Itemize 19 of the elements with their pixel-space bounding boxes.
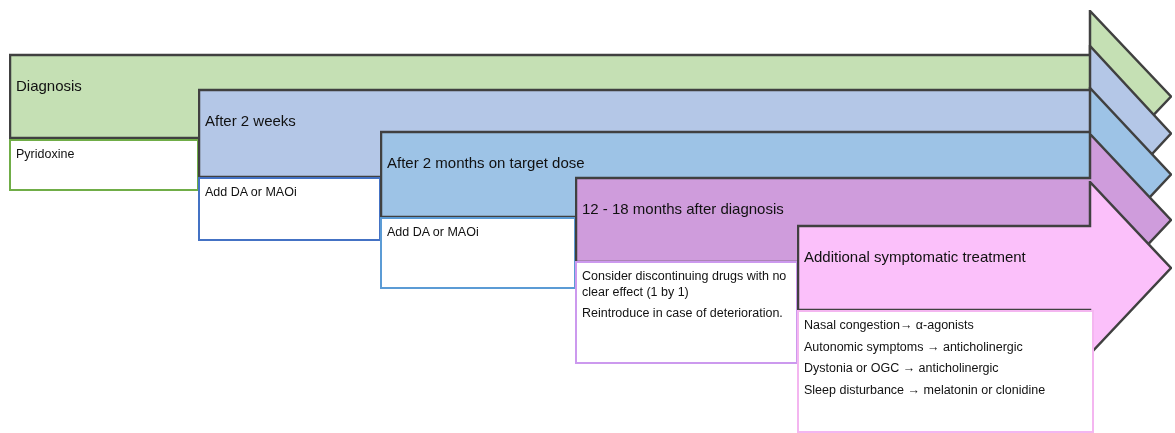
treatment-note: Nasal congestion→ α-agonists <box>804 318 975 334</box>
treatment-note: Autonomic symptoms → anticholinergic <box>804 339 1024 356</box>
treatment-note: Pyridoxine <box>16 147 76 163</box>
treatment-box <box>575 261 798 364</box>
treatment-box <box>9 139 199 191</box>
stage-title: 12 - 18 months after diagnosis <box>582 200 784 217</box>
treatment-box <box>380 217 576 289</box>
treatment-note: Add DA or MAOi <box>387 225 480 241</box>
treatment-note: Sleep disturbance → melatonin or clonidine <box>804 382 1047 399</box>
treatment-box <box>198 177 381 241</box>
treatment-note: Reintroduce in case of deterioration. <box>582 306 784 322</box>
treatment-note: Add DA or MAOi <box>205 185 298 201</box>
stage-title: After 2 months on target dose <box>387 154 585 171</box>
stage-title: Diagnosis <box>16 77 82 94</box>
stage-title: After 2 weeks <box>205 112 296 129</box>
treatment-note: Consider discontinuing drugs with no clear effect (1 by 1) <box>582 269 788 301</box>
treatment-note: Dystonia or OGC → anticholinergic <box>804 361 1000 377</box>
stage-title: Additional symptomatic treatment <box>804 248 1026 265</box>
treatment-box <box>797 310 1094 433</box>
